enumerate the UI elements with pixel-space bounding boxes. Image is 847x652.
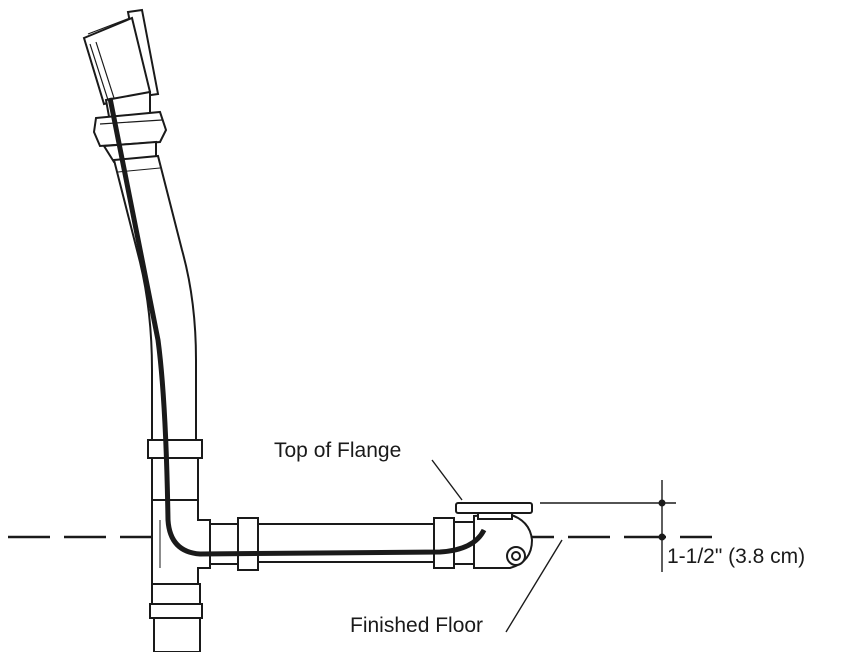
waste-pipe-coupling: [151, 583, 201, 605]
drain-flange: [455, 502, 533, 520]
waste-pipe: [153, 617, 201, 652]
drain-tee-fitting: [151, 499, 211, 585]
dimension-point-flange: [658, 499, 666, 507]
dimension-point-floor: [658, 533, 666, 541]
horizontal-drain-pipe: [209, 517, 477, 571]
tube-coupling-nut: [147, 439, 203, 459]
finished-floor-leader: [505, 539, 563, 633]
finished-floor-label: Finished Floor: [350, 614, 483, 637]
tube-coupling-sleeve: [151, 457, 199, 501]
waste-pipe-nut: [149, 603, 203, 619]
top-of-flange-leader: [431, 459, 463, 501]
drain-shoe: [473, 512, 534, 569]
overflow-plate: [82, 8, 160, 106]
overflow-tube: [112, 154, 197, 441]
dimension-label: 1-1/2" (3.8 cm): [667, 545, 805, 568]
top-of-flange-label: Top of Flange: [274, 439, 401, 462]
